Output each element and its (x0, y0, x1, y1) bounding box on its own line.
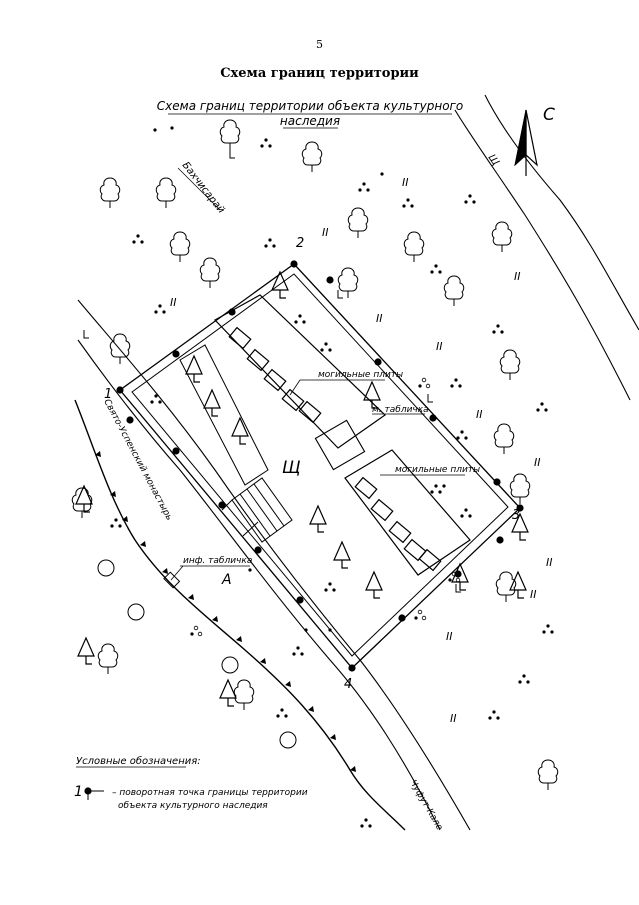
svg-text:II: II (322, 226, 329, 239)
point-label-1: 1 (104, 387, 112, 402)
conifer-trees (75, 271, 529, 707)
legend-text-line2: объекта культурного наследия (118, 801, 268, 811)
svg-text:II: II (446, 630, 453, 643)
staircase (231, 477, 293, 543)
boundary-point-legend-icon (84, 787, 92, 795)
circles (97, 559, 297, 749)
page-number: 5 (316, 38, 323, 51)
point-label-3: 3 (512, 508, 520, 523)
svg-text:II: II (376, 312, 383, 325)
legend-number: 1 (74, 784, 83, 800)
deciduous-trees (71, 119, 559, 791)
graves-label-1: могильные плиты (318, 370, 403, 380)
chufut-kale-label: Чуфут-Кале (407, 779, 444, 833)
zone-ii-marks: II II II II II II II II II II II II (170, 176, 553, 725)
path-marker-row (95, 451, 356, 772)
svg-text:II: II (170, 296, 177, 309)
page-title: Схема границ территории (220, 66, 419, 81)
info-sign-label: инф. табличка (183, 556, 252, 566)
zone-shch-label: Щ (282, 458, 301, 478)
svg-text:II: II (514, 270, 521, 283)
zone-a-label: А (221, 572, 232, 588)
map-title-line1: Схема границ территории объекта культурн… (157, 99, 463, 113)
svg-text:II: II (546, 556, 553, 569)
svg-text:II: II (436, 340, 443, 353)
graves-label-2: могильные плиты (395, 465, 480, 475)
lamps (83, 149, 462, 593)
svg-text:II: II (402, 176, 409, 189)
legend-title: Условные обозначения: (76, 755, 201, 767)
legend-text-line1: – поворотная точка границы территории (112, 788, 308, 798)
zone-shch-label-top: Щ (486, 152, 501, 167)
dots (153, 126, 446, 632)
north-label: С (543, 105, 555, 125)
north-arrow-icon (514, 109, 538, 176)
svg-text:II: II (530, 588, 537, 601)
svg-text:II: II (476, 408, 483, 421)
monastery-label: Свято-Успенский монастырь (101, 398, 174, 523)
point-label-4: 4 (344, 677, 352, 692)
bakhchisaray-label: Бахчисарай (180, 160, 227, 216)
open-shrubs (189, 377, 461, 637)
m-sign-label: м. табличка (372, 405, 429, 415)
point-label-2: 2 (296, 236, 304, 251)
map-title-line2: наследия (280, 114, 340, 128)
svg-text:II: II (450, 712, 457, 725)
grave-slabs-upper (228, 327, 322, 423)
shrubs (110, 138, 554, 828)
svg-text:II: II (534, 456, 541, 469)
